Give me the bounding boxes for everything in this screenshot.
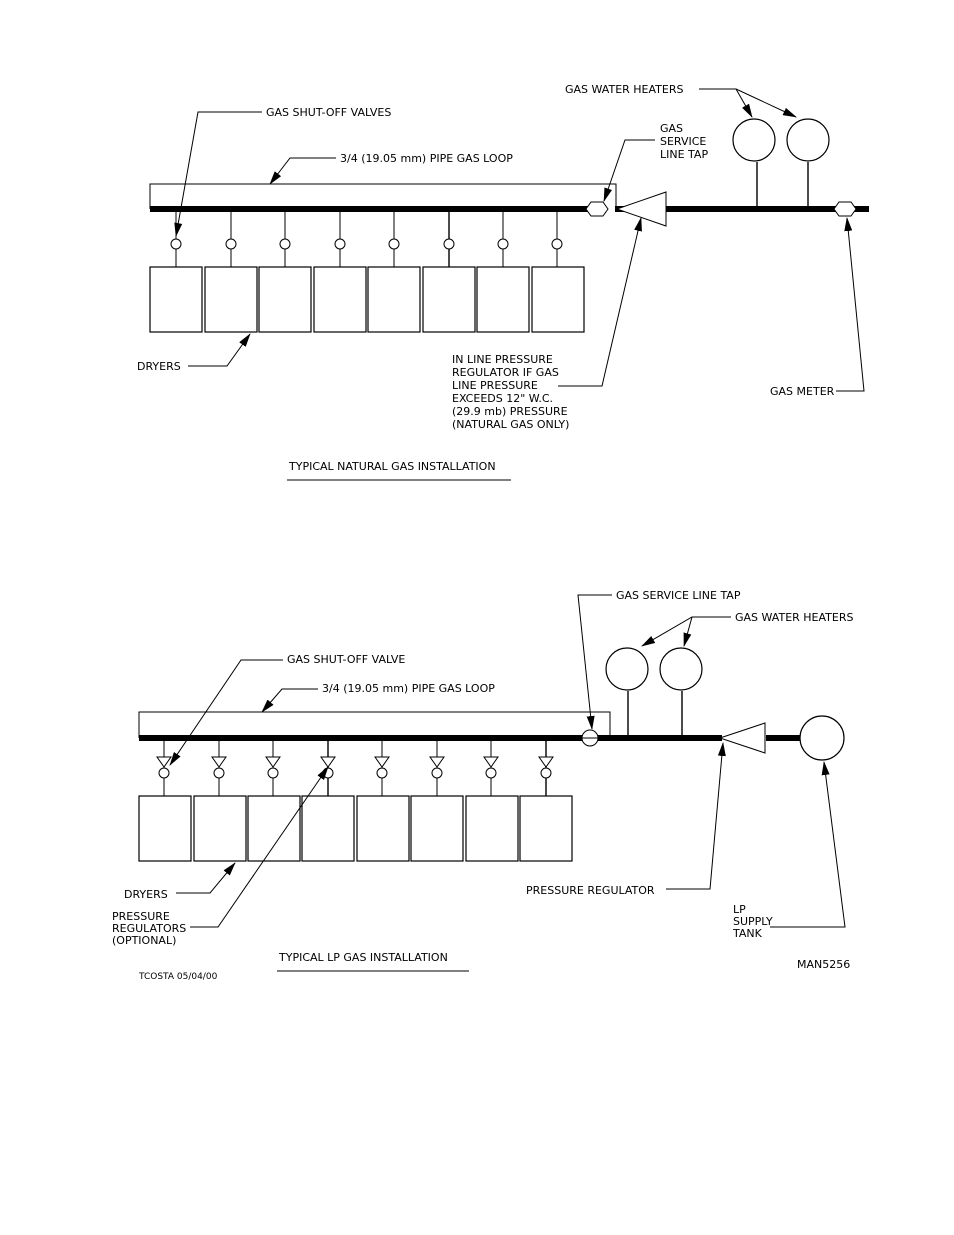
lp-service-tap-label: GAS SERVICE LINE TAP [616,589,741,602]
lp-regulators-line: REGULATORS [112,922,186,935]
lp-dryer [193,795,247,862]
lp-shutoff-valve [267,767,279,779]
lp-pressure-regulator [320,756,336,768]
lp-supply-tank-label: LP SUPPLY TANK [732,903,776,940]
lp-pressure-regulator [156,756,172,768]
lp-dryer [465,795,519,862]
lp-pressure-regulator [265,756,281,768]
lp-loop-label: 3/4 (19.05 mm) PIPE GAS LOOP [322,682,495,695]
lp-supply-tank-line: LP [733,903,746,916]
lp-pressure-regulator [429,756,445,768]
lp-supply-tank [799,715,845,761]
natural-service-tap-label: GAS SERVICE LINE TAP [660,122,710,161]
lp-pressure-regulator [374,756,390,768]
lp-shutoff-valve [322,767,334,779]
natural-shutoff-valve [334,238,346,250]
natural-dryer [367,266,421,333]
natural-dryer-row [149,209,585,333]
natural-shutoff-valve [388,238,400,250]
lp-dryer [356,795,410,862]
lp-shutoff-valve [213,767,225,779]
lp-shutoff-valve [158,767,170,779]
natural-dryer [149,266,203,333]
lp-water-heater [659,647,703,691]
natural-dryer [204,266,258,333]
lp-shutoff-valve [431,767,443,779]
natural-regulator-line: EXCEEDS 12" W.C. [452,392,553,405]
natural-shutoff-valve [225,238,237,250]
lp-shutoff-valve [485,767,497,779]
lp-shutoff-label: GAS SHUT-OFF VALVE [287,653,405,666]
lp-regulators-line: PRESSURE [112,910,170,923]
lp-dryer [410,795,464,862]
natural-shutoff-valve [551,238,563,250]
lp-dryer [301,795,355,862]
natural-water-heater [786,118,830,162]
natural-loop-label: 3/4 (19.05 mm) PIPE GAS LOOP [340,152,513,165]
natural-shutoff-valve [443,238,455,250]
natural-service-tap-line: SERVICE [660,135,706,148]
lp-pressure-regulator [211,756,227,768]
natural-regulator-label: IN LINE PRESSURE REGULATOR IF GAS LINE P… [452,353,571,431]
lp-pressure-regulator-label: PRESSURE REGULATOR [526,884,655,897]
natural-dryers-label: DRYERS [137,360,181,373]
lp-dryer [519,795,573,862]
natural-dryer [476,266,530,333]
natural-dryer [313,266,367,333]
lp-author-date: TCOSTA 05/04/00 [138,972,218,982]
lp-water-heater [605,647,649,691]
natural-water-heaters-label: GAS WATER HEATERS [565,83,683,96]
lp-pressure-regulator [538,756,554,768]
lp-pressure-regulator [483,756,499,768]
natural-service-tap-line: LINE TAP [660,148,708,161]
lp-title: TYPICAL LP GAS INSTALLATION [278,951,448,964]
natural-service-tap-valve [585,201,609,217]
lp-dryers-label: DRYERS [124,888,168,901]
lp-gas-diagram: GAS SERVICE LINE TAP GAS WATER HEATERS G… [112,589,853,982]
lp-regulators-line: (OPTIONAL) [112,934,176,947]
natural-water-heater [732,118,776,162]
lp-shutoff-valve [376,767,388,779]
natural-gas-meter-icon [833,201,857,217]
natural-shutoff-valve [497,238,509,250]
natural-regulator-line: IN LINE PRESSURE [452,353,553,366]
natural-meter-label: GAS METER [770,385,835,398]
natural-dryer [422,266,476,333]
natural-gas-diagram: GAS SHUT-OFF VALVES 3/4 (19.05 mm) PIPE … [137,83,869,481]
lp-dryer [247,795,301,862]
lp-regulator-icon [718,722,766,754]
lp-supply-tank-line: TANK [732,927,763,940]
natural-title: TYPICAL NATURAL GAS INSTALLATION [288,460,496,473]
natural-shutoff-label: GAS SHUT-OFF VALVES [266,106,391,119]
lp-supply-tank-line: SUPPLY [733,915,773,928]
natural-dryer [258,266,312,333]
natural-regulator-line: LINE PRESSURE [452,379,538,392]
natural-regulator-line: (NATURAL GAS ONLY) [452,418,569,431]
natural-service-tap-line: GAS [660,122,683,135]
natural-regulator-icon [615,191,667,227]
natural-dryer [531,266,585,333]
natural-regulator-line: REGULATOR IF GAS [452,366,559,379]
natural-shutoff-valve [170,238,182,250]
lp-dryer [138,795,192,862]
lp-dryer-row [138,738,573,862]
lp-pipe-loop [138,711,611,738]
lp-drawing-number: MAN5256 [797,958,850,971]
natural-regulator-line: (29.9 mb) PRESSURE [452,405,568,418]
lp-water-heaters-label: GAS WATER HEATERS [735,611,853,624]
natural-shutoff-valve [279,238,291,250]
lp-regulators-label: PRESSURE REGULATORS (OPTIONAL) [112,910,190,947]
lp-shutoff-valve [540,767,552,779]
natural-pipe-loop [149,183,617,209]
